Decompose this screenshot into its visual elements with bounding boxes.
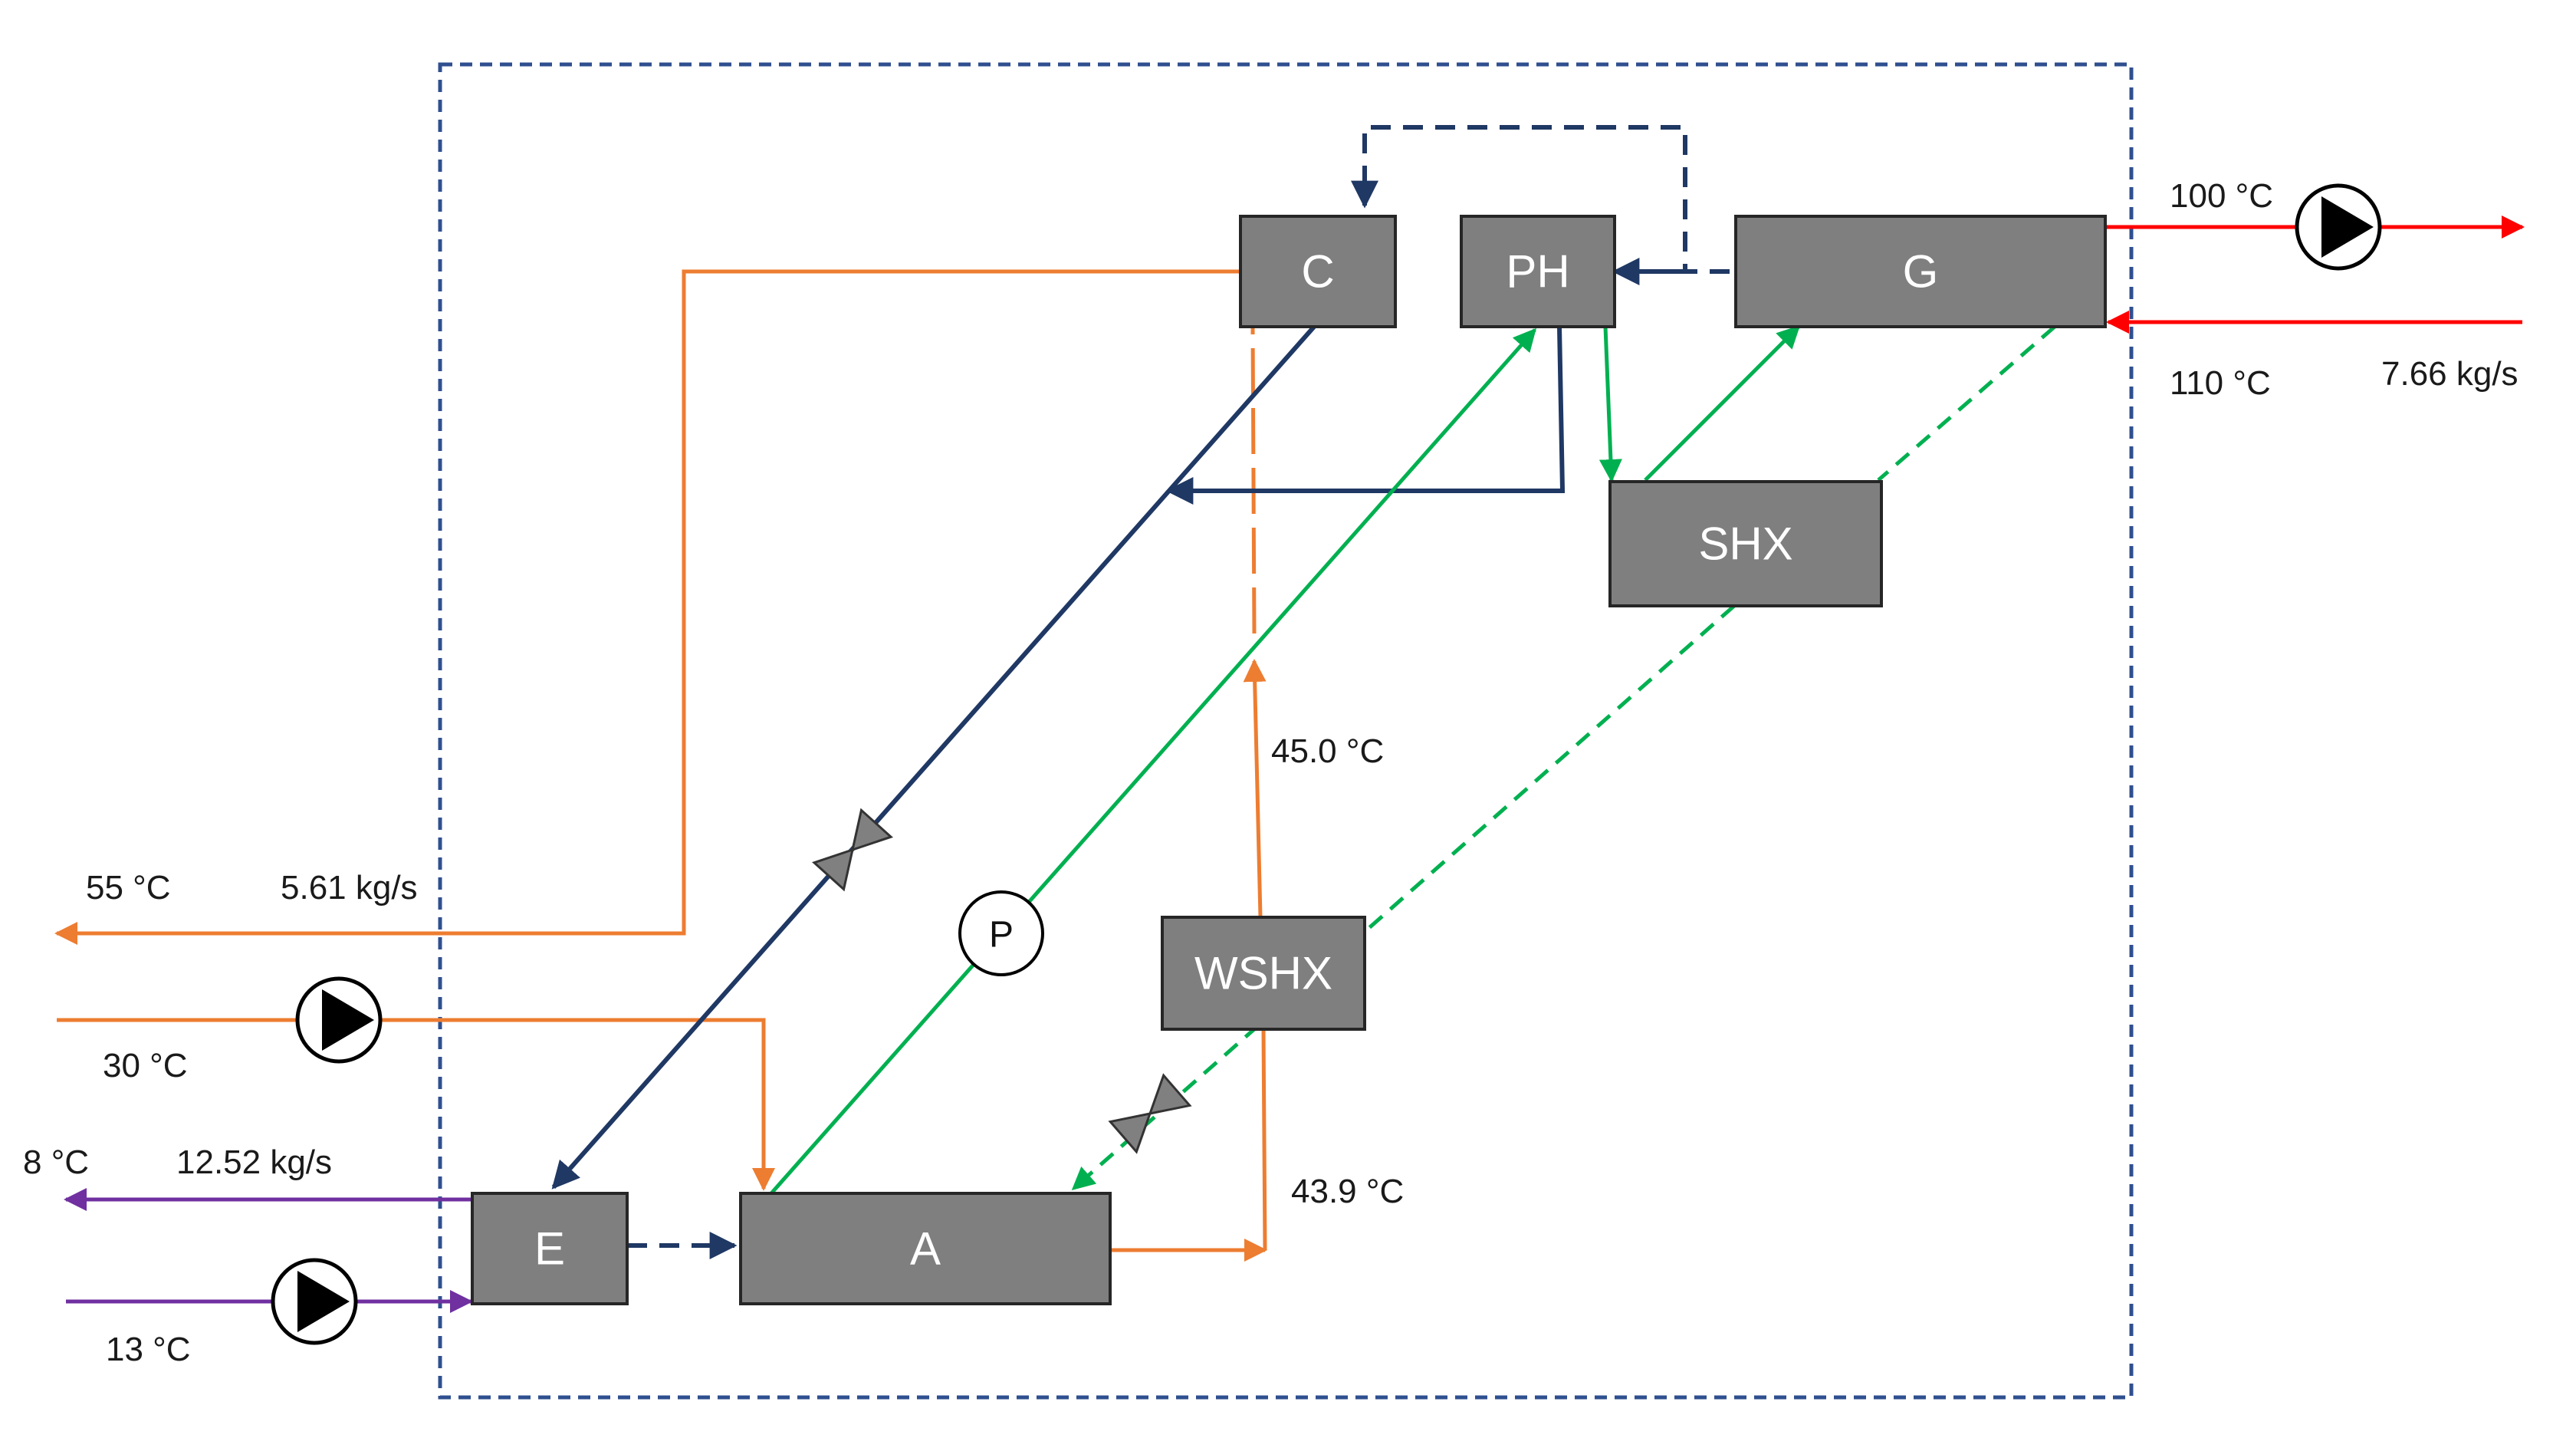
absorber-label: A bbox=[910, 1223, 941, 1275]
generator-label: G bbox=[1903, 246, 1939, 298]
chilled-water-pump-icon bbox=[271, 1258, 358, 1345]
cooling-water-inlet-line bbox=[57, 1018, 775, 1191]
chilled-water-flow: 12.52 kg/s bbox=[176, 1143, 332, 1181]
condenser-block: C bbox=[1239, 215, 1397, 328]
condenser-label: C bbox=[1301, 246, 1334, 298]
cooling-water-lines bbox=[54, 269, 1267, 1262]
system-boundary bbox=[438, 62, 2134, 1400]
absorber-to-ph-line bbox=[770, 327, 1536, 1195]
solution-lines bbox=[770, 324, 2056, 1195]
wshx-down-line bbox=[1261, 1028, 1267, 1251]
hot-water-pump-icon bbox=[2295, 183, 2382, 271]
ph-return-line bbox=[1165, 326, 1566, 505]
hot-water-outlet-temp: 100 °C bbox=[2170, 177, 2273, 215]
cooling-water-inlet-temp: 30 °C bbox=[103, 1047, 188, 1084]
pre-heater-block: PH bbox=[1460, 215, 1616, 328]
wshx-outlet-temp: 45.0 °C bbox=[1271, 732, 1384, 770]
chilled-water-lines bbox=[64, 1188, 473, 1313]
generator-to-shx-dashed bbox=[1877, 325, 2056, 482]
solution-pump: P bbox=[958, 890, 1044, 976]
generator-to-ph-vapor-line bbox=[1351, 125, 1730, 274]
evaporator-block: E bbox=[471, 1192, 629, 1305]
solution-pump-label: P bbox=[989, 915, 1014, 956]
water-solution-heat-exchanger-block: WSHX bbox=[1161, 916, 1366, 1031]
ph-to-shx-line bbox=[1598, 326, 1622, 482]
wshx-label: WSHX bbox=[1194, 948, 1332, 999]
evaporator-label: E bbox=[534, 1223, 565, 1275]
refrigerant-expansion-valve-icon bbox=[811, 808, 894, 892]
solution-heat-exchanger-block: SHX bbox=[1608, 480, 1883, 607]
generator-block: G bbox=[1734, 215, 2107, 328]
cooling-water-flow: 5.61 kg/s bbox=[281, 869, 418, 907]
shx-to-absorber-dashed bbox=[1071, 604, 1736, 1190]
pre-heater-label: PH bbox=[1506, 246, 1569, 298]
shx-label: SHX bbox=[1698, 518, 1792, 570]
hot-water-inlet-temp: 110 °C bbox=[2170, 364, 2271, 402]
solution-expansion-valve-icon bbox=[1108, 1073, 1192, 1154]
condenser-return-dashed bbox=[1250, 327, 1257, 634]
shx-to-generator-line bbox=[1644, 324, 1801, 482]
cooling-water-pump-icon bbox=[295, 976, 383, 1064]
absorber-block: A bbox=[739, 1192, 1112, 1305]
cooling-water-outlet-temp: 55 °C bbox=[86, 869, 171, 907]
absorber-outlet-temp: 43.9 °C bbox=[1291, 1173, 1404, 1210]
condenser-to-evaporator-line bbox=[551, 325, 1316, 1190]
cooling-water-outlet-line bbox=[54, 269, 1240, 945]
chilled-water-inlet-temp: 13 °C bbox=[106, 1331, 191, 1368]
refrigerant-lines bbox=[551, 125, 1730, 1259]
hot-water-flow: 7.66 kg/s bbox=[2381, 355, 2518, 393]
chilled-water-outlet-temp: 8 °C bbox=[23, 1143, 89, 1181]
wshx-to-condenser-line bbox=[1243, 659, 1267, 918]
